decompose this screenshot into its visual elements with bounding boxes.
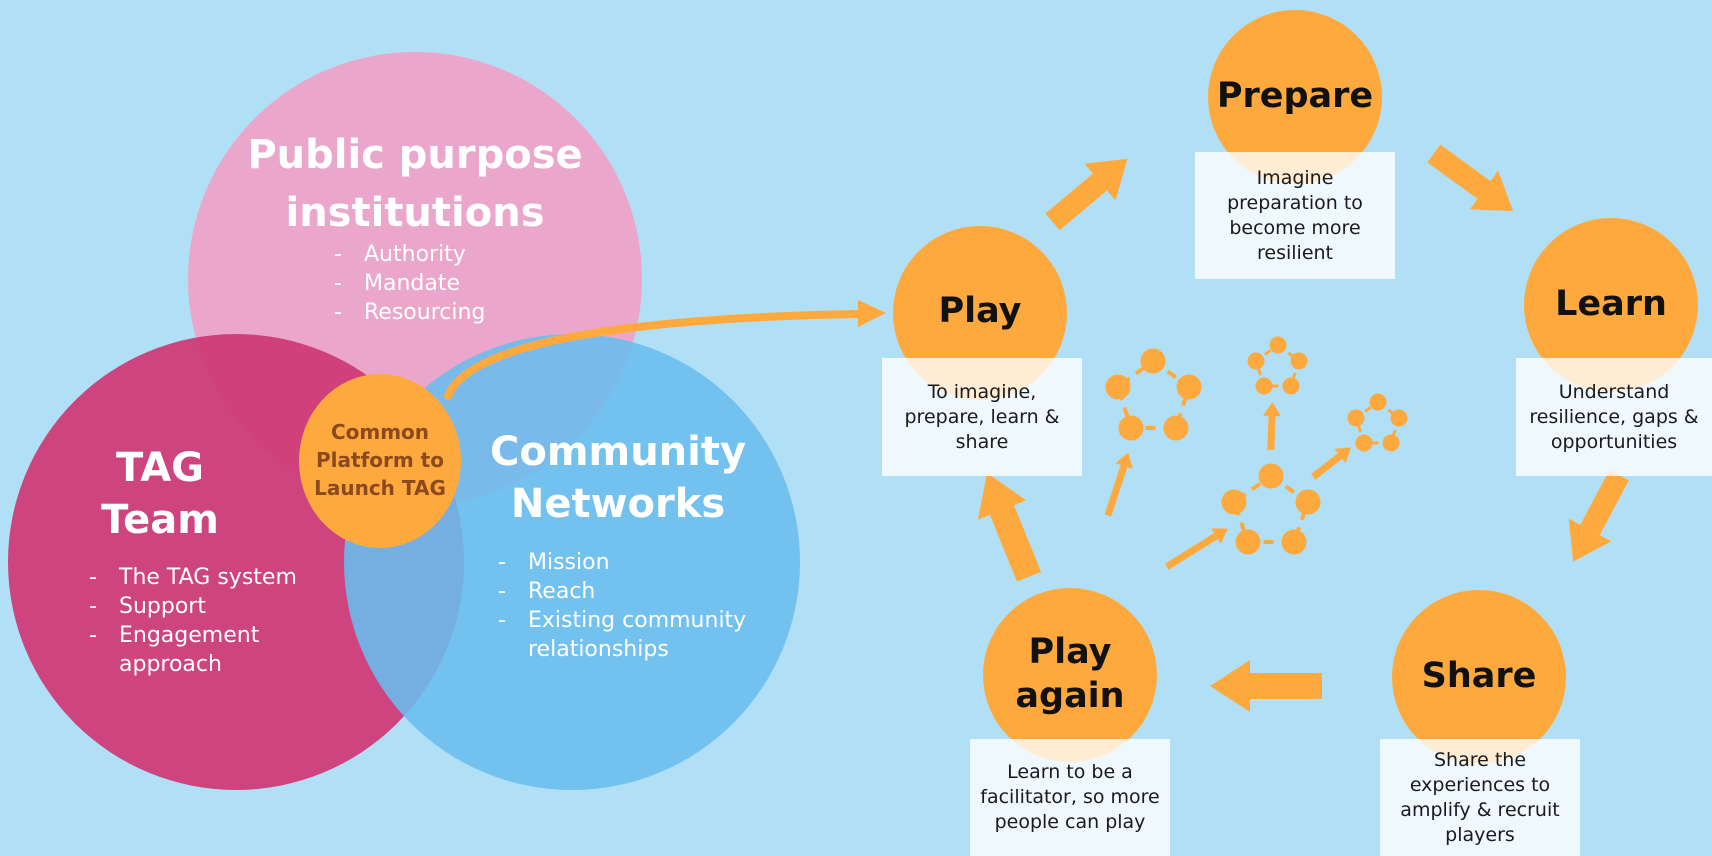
- stage-title-play: Play: [938, 291, 1022, 331]
- arrow-share-to-play-again: [1210, 660, 1322, 712]
- venn-public-item: Mandate: [334, 269, 574, 298]
- venn-center-line2: Platform to: [316, 448, 444, 472]
- arrow-learn-to-share: [1568, 470, 1629, 562]
- network-arrow: [1104, 452, 1133, 517]
- venn-public-list: Authority Mandate Resourcing: [334, 240, 574, 327]
- venn-tag-title: TAG Team: [60, 442, 260, 546]
- stage-circle-play-again: Play again: [983, 588, 1157, 762]
- network-arrow: [1311, 447, 1352, 480]
- venn-community-title: Community Networks: [490, 426, 746, 530]
- stage-circle-share: Share: [1392, 590, 1566, 764]
- venn-center-line3: Launch TAG: [314, 476, 446, 500]
- venn-public-title-line1: Public purpose: [247, 132, 583, 178]
- stage-desc-share: Share the experiences to amplify & recru…: [1380, 739, 1580, 856]
- arrow-play-again-to-play: [977, 472, 1042, 582]
- arrow-play-to-prepare: [1045, 158, 1128, 231]
- stage-title-play-again-line1: Play: [1028, 632, 1112, 672]
- stage-desc-learn: Understand resilience, gaps & opportunit…: [1516, 358, 1712, 476]
- network-arrow: [1164, 528, 1228, 570]
- venn-public-item: Authority: [334, 240, 574, 269]
- network-icon: [1221, 463, 1321, 555]
- venn-center-label: Common Platform to Launch TAG: [299, 418, 461, 502]
- connector-arrow-head: [858, 300, 886, 327]
- venn-tag-item: The TAG system: [89, 563, 339, 592]
- stage-desc-play: To imagine, prepare, learn & share: [882, 358, 1082, 476]
- venn-tag-title-line2: Team: [101, 497, 219, 543]
- venn-community-title-line1: Community: [490, 429, 747, 475]
- network-arrow: [1263, 402, 1281, 451]
- arrow-prepare-to-learn: [1427, 144, 1514, 212]
- network-icon: [1247, 336, 1308, 395]
- venn-community-title-line2: Networks: [510, 481, 726, 527]
- network-icon: [1347, 393, 1408, 452]
- network-icon: [1105, 348, 1202, 441]
- venn-community-list: Mission Reach Existing community relatio…: [498, 548, 766, 664]
- venn-tag-list: The TAG system Support Engagement approa…: [89, 563, 339, 679]
- venn-community-item: Mission: [498, 548, 766, 577]
- stage-title-share: Share: [1421, 656, 1537, 696]
- connector-arrow: [444, 310, 862, 400]
- venn-public-item: Resourcing: [334, 298, 574, 327]
- venn-tag-item: Engagement approach: [89, 621, 339, 679]
- venn-tag-item: Support: [89, 592, 339, 621]
- venn-community-item: Existing community relationships: [498, 606, 766, 664]
- stage-title-prepare: Prepare: [1216, 76, 1374, 116]
- venn-center-line1: Common: [330, 420, 430, 444]
- venn-community-item: Reach: [498, 577, 766, 606]
- stage-desc-prepare: Imagine preparation to become more resil…: [1195, 152, 1395, 279]
- stage-title-play-again-line2: again: [1015, 676, 1125, 716]
- venn-public-title: Public purpose institutions: [230, 126, 600, 242]
- stage-title-learn: Learn: [1555, 284, 1667, 324]
- stage-desc-play-again: Learn to be a facilitator, so more peopl…: [970, 739, 1170, 856]
- venn-tag-title-line1: TAG: [116, 445, 204, 491]
- venn-public-title-line2: institutions: [285, 190, 545, 236]
- venn-center-circle: [299, 374, 461, 548]
